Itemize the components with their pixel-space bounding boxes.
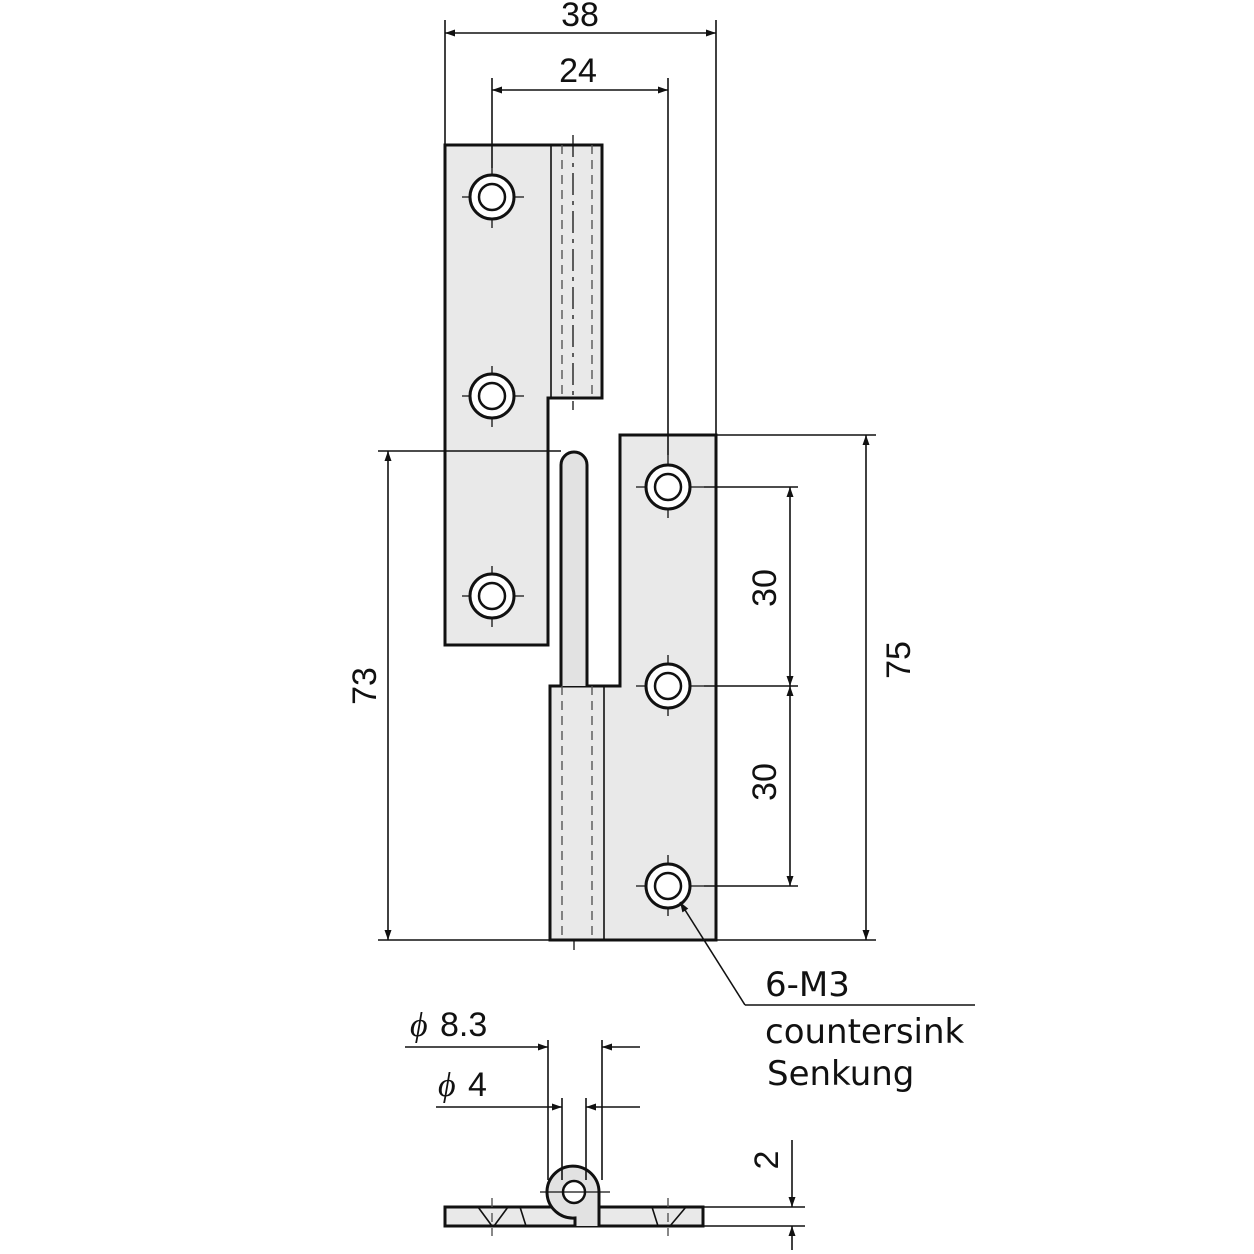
upper-leaf-hole-3 xyxy=(462,566,524,627)
dimension-30-upper-label: 30 xyxy=(746,569,784,607)
phi-symbol-4: ϕ xyxy=(438,1067,456,1104)
upper-leaf xyxy=(443,135,604,647)
dimension-2: 2 xyxy=(703,1140,805,1250)
dimension-30-lower-label: 30 xyxy=(746,763,784,801)
end-view xyxy=(443,1164,705,1236)
callout-senkung: Senkung xyxy=(767,1054,914,1094)
dimension-phi-4-label: 4 xyxy=(468,1066,487,1104)
dimension-30-lower: 30 xyxy=(704,686,798,887)
dimension-38-label: 38 xyxy=(561,0,599,34)
dimension-30-upper: 30 xyxy=(704,486,798,687)
lower-leaf-hole-2 xyxy=(636,655,704,716)
dimension-24: 24 xyxy=(491,52,669,455)
dimension-2-label: 2 xyxy=(748,1151,786,1170)
dimension-phi-8-3-label: 8.3 xyxy=(440,1006,487,1044)
upper-leaf-hole-1 xyxy=(462,168,524,228)
upper-leaf-hole-2 xyxy=(462,366,524,427)
callout-holes: 6-M3 xyxy=(765,965,850,1005)
dimension-24-label: 24 xyxy=(559,52,597,90)
lower-leaf-hole-1 xyxy=(636,455,704,518)
phi-symbol-8-3: ϕ xyxy=(410,1007,428,1044)
dimension-38: 38 xyxy=(444,0,717,435)
callout-countersink: countersink xyxy=(765,1012,965,1052)
dimension-75: 75 xyxy=(716,434,918,941)
dimension-phi-8-3: ϕ 8.3 xyxy=(405,1006,640,1180)
dimension-75-label: 75 xyxy=(880,641,918,679)
lower-leaf-hole-3 xyxy=(636,855,704,916)
hole-callout: 6-M3 countersink Senkung xyxy=(679,901,975,1094)
hinge-pin xyxy=(559,450,589,686)
dimension-phi-4: ϕ 4 xyxy=(436,1066,640,1180)
dimension-73-label: 73 xyxy=(346,667,384,705)
dimension-73: 73 xyxy=(346,450,561,941)
